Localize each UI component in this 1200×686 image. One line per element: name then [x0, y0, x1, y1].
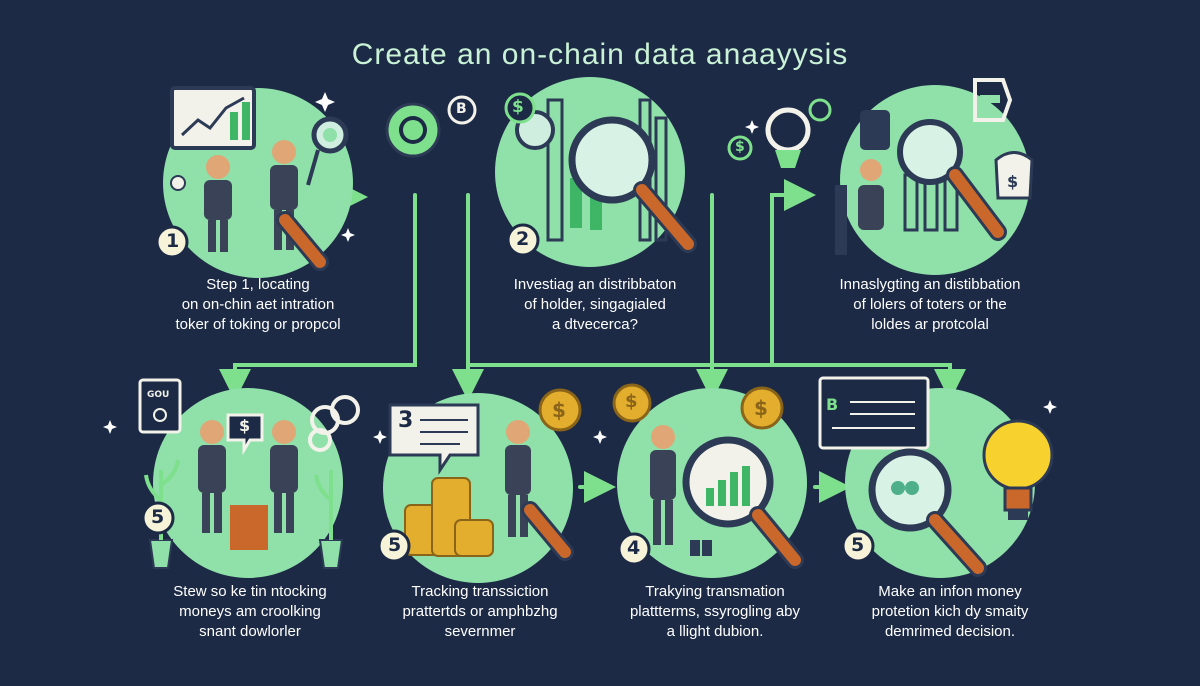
bitcoin-coin-icon: [447, 95, 477, 125]
panel-6-illustration: [617, 388, 807, 578]
step-number: 4: [627, 537, 641, 559]
gear-letter: D: [406, 121, 419, 139]
panel-7-illustration: [818, 376, 1054, 578]
sparkle-icons: [103, 92, 1057, 444]
badge-1: [155, 225, 189, 259]
connector-arrows: [219, 179, 966, 503]
dollar-icon: $: [512, 97, 524, 117]
speech-bubble-icon: [226, 413, 264, 456]
dollar-icon: $: [552, 398, 566, 422]
step-number: 1: [166, 230, 180, 252]
dollar-icon: $: [625, 391, 638, 412]
badge-7: [841, 529, 875, 563]
step-number: 5: [851, 534, 865, 556]
bitcoin-icon: B: [826, 395, 839, 414]
step-number: 5: [151, 506, 165, 528]
sign-label: GOU: [147, 390, 170, 400]
lock-icon: [765, 107, 811, 168]
dollar-icon: $: [735, 139, 745, 155]
bitcoin-icon: B: [456, 101, 467, 117]
lightbulb-icon: [982, 419, 1054, 520]
step-number: 3: [398, 408, 414, 433]
page-title: Create an on-chain data anaayysis: [351, 38, 849, 71]
badge-6: [617, 532, 651, 566]
badge-5a: [377, 529, 411, 563]
dollar-icon: $: [1007, 172, 1019, 191]
dollar-icon: $: [754, 396, 768, 420]
badge-2: [506, 223, 540, 257]
badge-4: [141, 501, 175, 535]
panel-5-illustration: [383, 393, 574, 583]
dollar-coins: [538, 383, 784, 432]
gear-icon: [385, 102, 441, 158]
panel-1-illustration: [163, 86, 353, 278]
green-dollar-icons: [504, 92, 832, 161]
panel-4-illustration: [138, 378, 360, 578]
panel-3-illustration: [835, 78, 1034, 275]
dollar-icon: $: [239, 416, 251, 435]
step-number: 2: [516, 228, 530, 250]
step-number: 5: [388, 534, 402, 556]
